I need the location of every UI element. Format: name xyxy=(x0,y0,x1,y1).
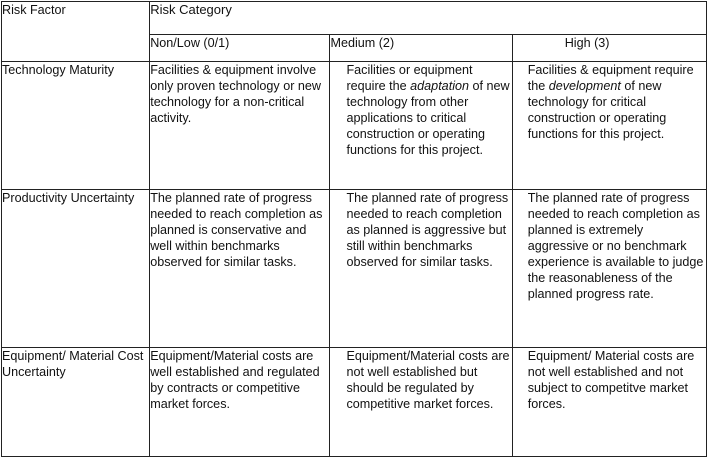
risk-factor-header: Risk Factor xyxy=(0,1,151,62)
cell-high: The planned rate of progress needed to r… xyxy=(511,189,708,348)
level-header-high: High (3) xyxy=(511,34,708,62)
factor-technology-maturity: Technology Maturity xyxy=(0,60,151,191)
factor-equipment-material-cost-uncertainty: Equipment/ Material Cost Uncertainty xyxy=(0,346,151,458)
cell-high: Equipment/ Material costs are not well e… xyxy=(511,346,708,458)
cell-medium: Facilities or equipment require the adap… xyxy=(329,60,513,191)
risk-category-header: Risk Category xyxy=(149,1,707,35)
cell-high: Facilities & equipment require the devel… xyxy=(511,60,708,191)
level-header-medium: Medium (2) xyxy=(329,34,513,62)
table-row: Equipment/ Material Cost Uncertainty Equ… xyxy=(0,346,708,458)
table-row: Productivity Uncertainty The planned rat… xyxy=(0,189,708,348)
cell-medium: The planned rate of progress needed to r… xyxy=(329,189,513,348)
cell-low: Equipment/Material costs are well establ… xyxy=(149,346,331,458)
cell-low: The planned rate of progress needed to r… xyxy=(149,189,331,348)
cell-medium: Equipment/Material costs are not well es… xyxy=(329,346,513,458)
factor-productivity-uncertainty: Productivity Uncertainty xyxy=(0,189,151,348)
level-header-low: Non/Low (0/1) xyxy=(149,34,331,62)
cell-low: Facilities & equipment involve only prov… xyxy=(149,60,331,191)
table-row: Technology Maturity Facilities & equipme… xyxy=(0,60,708,191)
